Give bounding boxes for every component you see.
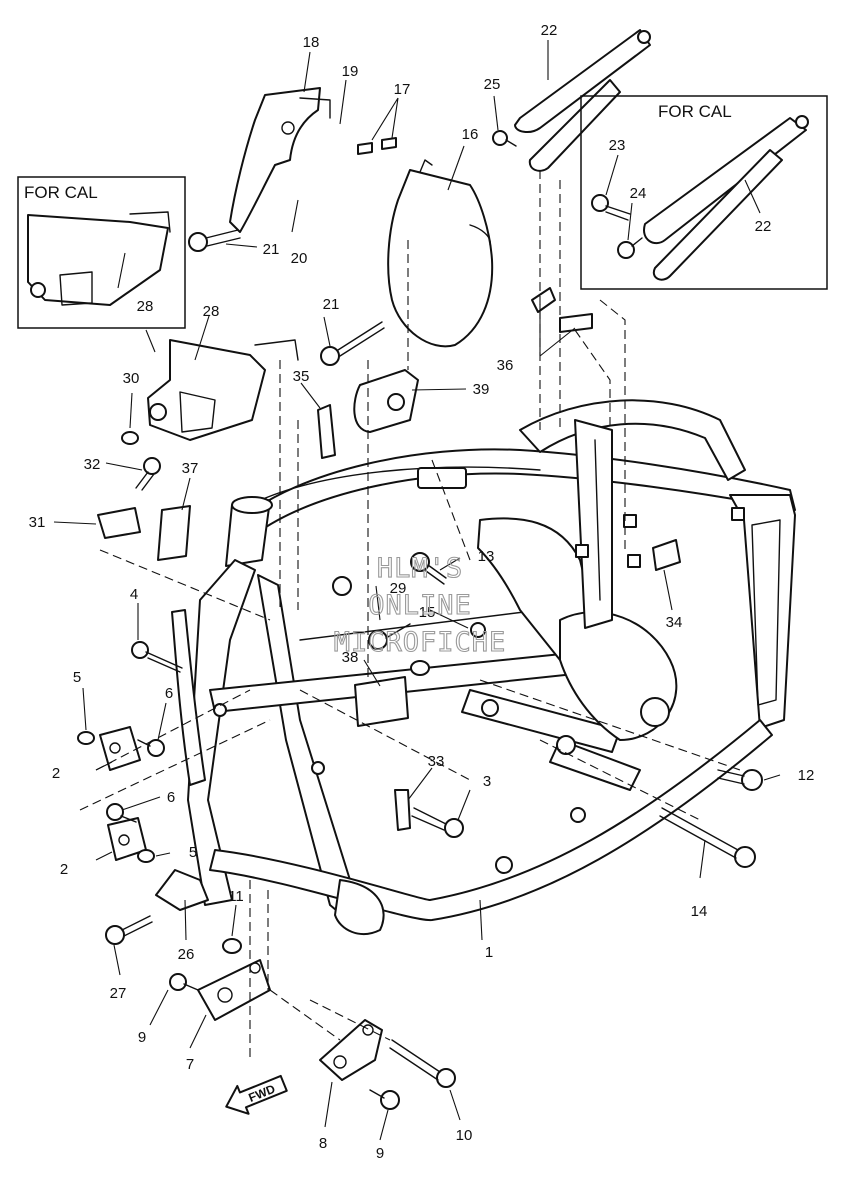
callout-7: 7 (186, 1056, 194, 1073)
callout-6-lower: 6 (167, 789, 175, 806)
callout-5-upper: 5 (73, 669, 81, 686)
callout-30: 30 (123, 370, 140, 387)
inset-for-cal-left (17, 176, 186, 329)
callout-15: 15 (419, 604, 436, 621)
inset-for-cal-right (580, 95, 828, 290)
callout-26: 26 (178, 946, 195, 963)
watermark-line-3: MICROFICHE (334, 627, 507, 658)
callout-18: 18 (303, 34, 320, 51)
callout-39: 39 (473, 381, 490, 398)
part-39-plate (353, 369, 419, 433)
bolts (105, 130, 763, 1110)
callout-2-lower: 2 (60, 861, 68, 878)
watermark-line-1: HLM'S (377, 553, 463, 584)
callout-3: 3 (483, 773, 491, 790)
callout-22-inset: 22 (755, 218, 772, 235)
callout-25: 25 (484, 76, 501, 93)
callout-16: 16 (462, 126, 479, 143)
callout-22-top: 22 (541, 22, 558, 39)
callout-19: 19 (342, 63, 359, 80)
callout-31: 31 (29, 514, 46, 531)
callout-8: 8 (319, 1135, 327, 1152)
callout-14: 14 (691, 903, 708, 920)
callout-6-upper: 6 (165, 685, 173, 702)
part-16-cover (387, 159, 494, 348)
callout-20: 20 (291, 250, 308, 267)
callout-28-inset: 28 (137, 298, 154, 315)
reference-lines (79, 170, 741, 1060)
part-18-bracket (229, 87, 331, 233)
callout-numbers: 1 2 2 3 4 5 5 6 6 7 8 9 9 10 11 12 13 14… (29, 22, 815, 1162)
callout-17: 17 (394, 81, 411, 98)
callout-28-main: 28 (203, 303, 220, 320)
callout-21-lower: 21 (323, 296, 340, 313)
nuts-washers (77, 431, 430, 954)
callout-9-upper: 9 (138, 1029, 146, 1046)
callout-27: 27 (110, 985, 127, 1002)
leader-lines (53, 40, 781, 1141)
part-22-strut (514, 29, 651, 172)
callout-12: 12 (798, 767, 815, 784)
callout-23: 23 (609, 137, 626, 154)
inset-right-label: FOR CAL (658, 102, 732, 121)
callout-37: 37 (182, 460, 199, 477)
callout-35: 35 (293, 368, 310, 385)
main-frame (171, 399, 796, 935)
callout-33: 33 (428, 753, 445, 770)
watermark: HLM'S ONLINE MICROFICHE (333, 552, 507, 658)
callout-36: 36 (497, 357, 514, 374)
callout-32: 32 (84, 456, 101, 473)
callout-10: 10 (456, 1127, 473, 1144)
callout-34: 34 (666, 614, 683, 631)
inset-left-label: FOR CAL (24, 183, 98, 202)
callout-5-lower: 5 (189, 844, 197, 861)
callout-38: 38 (342, 649, 359, 666)
callout-4: 4 (130, 586, 138, 603)
callout-9-lower: 9 (376, 1145, 384, 1162)
callout-11: 11 (228, 888, 244, 905)
callout-1: 1 (485, 944, 493, 961)
callout-21-upper: 21 (263, 241, 280, 258)
callout-2-upper: 2 (52, 765, 60, 782)
part-28-bracket (147, 339, 299, 441)
fwd-arrow-icon: FWD (225, 1074, 288, 1115)
watermark-line-2: ONLINE (368, 590, 472, 621)
callout-13: 13 (478, 548, 495, 565)
callout-29: 29 (390, 580, 407, 597)
callout-24: 24 (630, 185, 647, 202)
